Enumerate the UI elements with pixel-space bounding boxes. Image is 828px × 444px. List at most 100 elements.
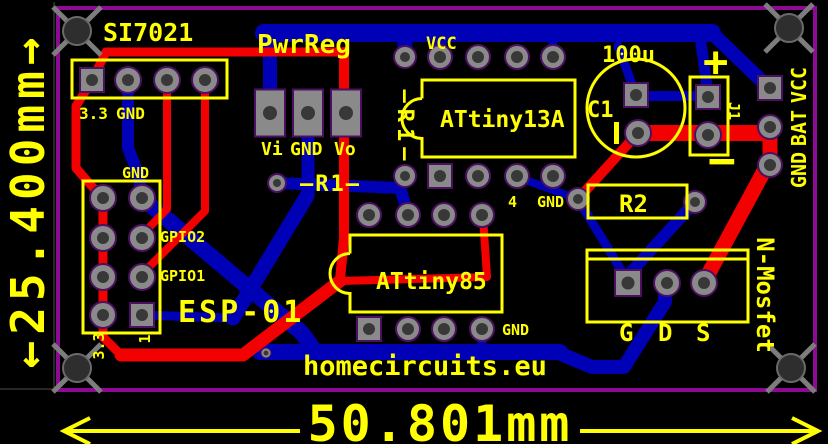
pad (79, 67, 105, 93)
label-attiny85: ATtiny85 (376, 269, 487, 295)
label-esp01: ESP-01 (178, 295, 304, 330)
label-vo: Vo (334, 139, 356, 160)
pad (129, 302, 155, 328)
capacitor-outline (585, 57, 687, 159)
pad (469, 202, 495, 228)
pad (395, 202, 421, 228)
label-gnd-esp: GND (122, 164, 149, 182)
right-arrow-icon (791, 416, 823, 444)
si7021-header-outline (70, 58, 229, 100)
pad (504, 163, 530, 189)
label-website: homecircuits.eu (303, 351, 547, 382)
pad (128, 263, 156, 291)
trace-segment (335, 47, 349, 285)
label-cap-value: 100u (602, 43, 655, 68)
silkscreen-outlines (70, 57, 750, 335)
r2-outline (586, 183, 689, 220)
pad (540, 44, 566, 70)
label-bat: BAT (787, 110, 811, 146)
j1-outline (688, 75, 730, 157)
pad (393, 45, 417, 69)
label-plus: + (703, 37, 728, 86)
trace-segment (137, 77, 209, 279)
via (260, 347, 272, 359)
label-r1-vertical: —R1— (392, 90, 417, 167)
attiny85-outline (328, 233, 504, 314)
trace-segment (225, 188, 315, 326)
pad (356, 316, 382, 342)
pad (624, 119, 652, 147)
label-gpio2: GPIO2 (160, 228, 205, 246)
pad (465, 163, 491, 189)
pad (191, 66, 219, 94)
trace-segment (573, 194, 631, 283)
pad (89, 301, 117, 329)
silkscreen-labels: SI7021 PwrReg VCC Vi GND Vo —R1— —R1— AT… (79, 18, 811, 382)
height-dimension-label: ←25.400mm→ (1, 32, 55, 369)
pad (757, 152, 783, 178)
pad (89, 224, 117, 252)
pad (614, 269, 642, 297)
pad (504, 44, 530, 70)
pad (431, 316, 457, 342)
pad (114, 66, 142, 94)
label-j1: J1 (725, 102, 743, 120)
trace-segment (137, 310, 238, 323)
label-gnd-right: GND (787, 152, 811, 188)
pad (128, 184, 156, 212)
via (267, 173, 287, 193)
left-arrow-icon (59, 416, 91, 444)
pad (393, 164, 417, 188)
label-minus: − (708, 133, 736, 187)
label-esp-33: 3.3 (90, 332, 108, 359)
pad (153, 66, 181, 94)
attiny13a-outline (400, 78, 577, 159)
label-vcc-top: VCC (426, 34, 457, 54)
pad (690, 269, 718, 297)
label-gpio1: GPIO1 (160, 267, 205, 285)
pad (757, 114, 783, 140)
pad (465, 44, 491, 70)
label-drain: D (658, 319, 672, 347)
mosfet-outline (585, 248, 750, 324)
pad (395, 316, 421, 342)
label-si-gnd: GND (116, 104, 145, 123)
label-pin4: 4 (508, 193, 517, 211)
label-attiny13a: ATtiny13A (440, 107, 565, 133)
pad (695, 84, 721, 110)
label-gnd-85: GND (502, 321, 529, 339)
pad (89, 263, 117, 291)
trace-segment (71, 76, 108, 204)
pad (427, 163, 453, 189)
trace-segment (336, 213, 491, 285)
pad (540, 163, 566, 189)
pad (469, 316, 495, 342)
trace-segment (114, 274, 347, 362)
pad (757, 75, 783, 101)
label-source: S (696, 319, 710, 347)
pad (292, 88, 324, 138)
label-si-33: 3.3 (79, 104, 108, 123)
label-r2: R2 (619, 190, 648, 218)
pad (330, 88, 362, 138)
pad (623, 82, 649, 108)
pad (128, 224, 156, 252)
label-r1-horizontal: —R1— (300, 172, 361, 197)
label-si7021: SI7021 (103, 18, 193, 47)
pad (566, 187, 590, 211)
dimension-annotations: ←25.400mm→ 50.801mm (1, 32, 823, 444)
pad (89, 184, 117, 212)
width-dimension-label: 50.801mm (308, 395, 573, 444)
label-esp-pin1: 1 (136, 334, 154, 343)
label-n-mosfet: N-Mosfet (751, 237, 779, 353)
pad (653, 269, 681, 297)
label-gnd-pwrreg: GND (290, 139, 323, 160)
esp01-header-outline (81, 179, 162, 335)
label-vcc-right: VCC (787, 67, 811, 103)
label-gate: G (619, 319, 633, 347)
pad (254, 88, 286, 138)
pad (356, 202, 382, 228)
label-vi: Vi (261, 139, 283, 160)
